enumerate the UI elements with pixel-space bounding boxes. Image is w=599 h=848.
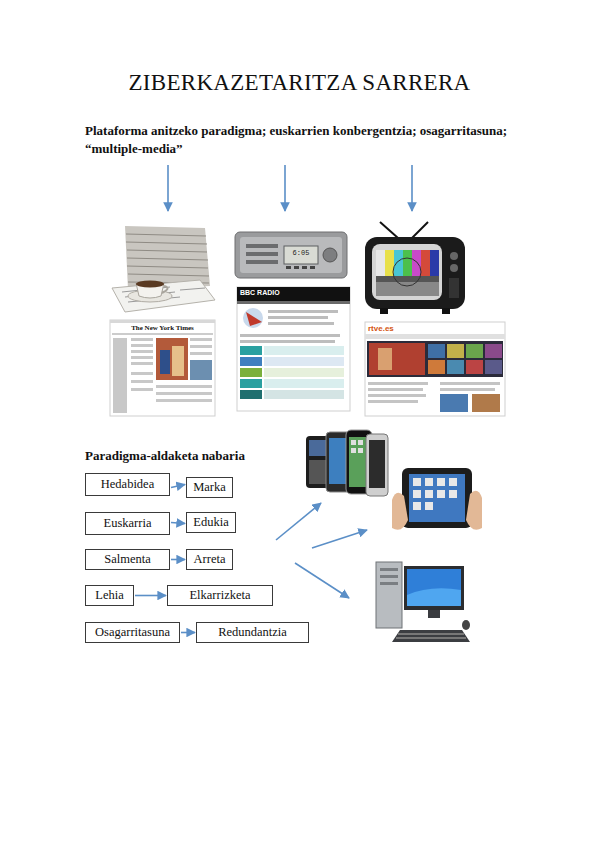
arrow-connector [171, 485, 185, 488]
subtitle: Plataforma anitzeko paradigma; euskarrie… [85, 122, 525, 158]
tv-picture [365, 222, 465, 314]
term-box: Osagarritasuna [85, 622, 180, 643]
term-box: Lehia [85, 585, 134, 606]
arrow-connector [171, 523, 185, 524]
arrow-connector [171, 559, 185, 561]
device-arrows [276, 503, 367, 598]
box-text: Elkarrizketa [189, 588, 250, 603]
radio-picture [235, 232, 347, 278]
term-box: Arreta [186, 549, 233, 570]
newspaper-website [110, 320, 215, 416]
box-text: Lehia [95, 588, 123, 603]
term-box: Hedabidea [85, 473, 170, 496]
radio-display: 6:05 [286, 249, 316, 257]
term-box: Redundantzia [196, 622, 309, 643]
box-text: Arreta [194, 552, 226, 567]
box-text: Osagarritasuna [95, 625, 170, 640]
arrow-connector [181, 632, 195, 634]
newspaper-picture [112, 226, 215, 312]
box-text: Redundantzia [218, 625, 287, 640]
tablet-picture [392, 468, 482, 530]
down-arrows [168, 165, 412, 211]
page-title: ZIBERKAZETARITZA SARRERA [0, 70, 599, 96]
computer-picture [376, 562, 470, 642]
box-text: Hedabidea [101, 477, 154, 492]
tv-website [365, 322, 505, 416]
radio-website [237, 287, 350, 411]
screenshot-logo: rtve.es [368, 324, 428, 333]
screenshot-logo: BBC RADIO [240, 289, 320, 296]
section-heading: Paradigma-aldaketa nabaria [85, 448, 305, 464]
box-text: Marka [193, 480, 226, 495]
phones-picture [306, 430, 388, 496]
term-box: Euskarria [85, 512, 170, 535]
arrow-connector [135, 595, 166, 597]
term-box: Edukia [186, 512, 236, 533]
box-text: Euskarria [104, 516, 152, 531]
term-box: Salmenta [85, 549, 170, 570]
term-box: Elkarrizketa [167, 585, 273, 606]
box-text: Salmenta [104, 552, 151, 567]
box-text: Edukia [193, 515, 228, 530]
screenshot-logo: The New York Times [112, 324, 213, 332]
term-box: Marka [186, 477, 233, 498]
